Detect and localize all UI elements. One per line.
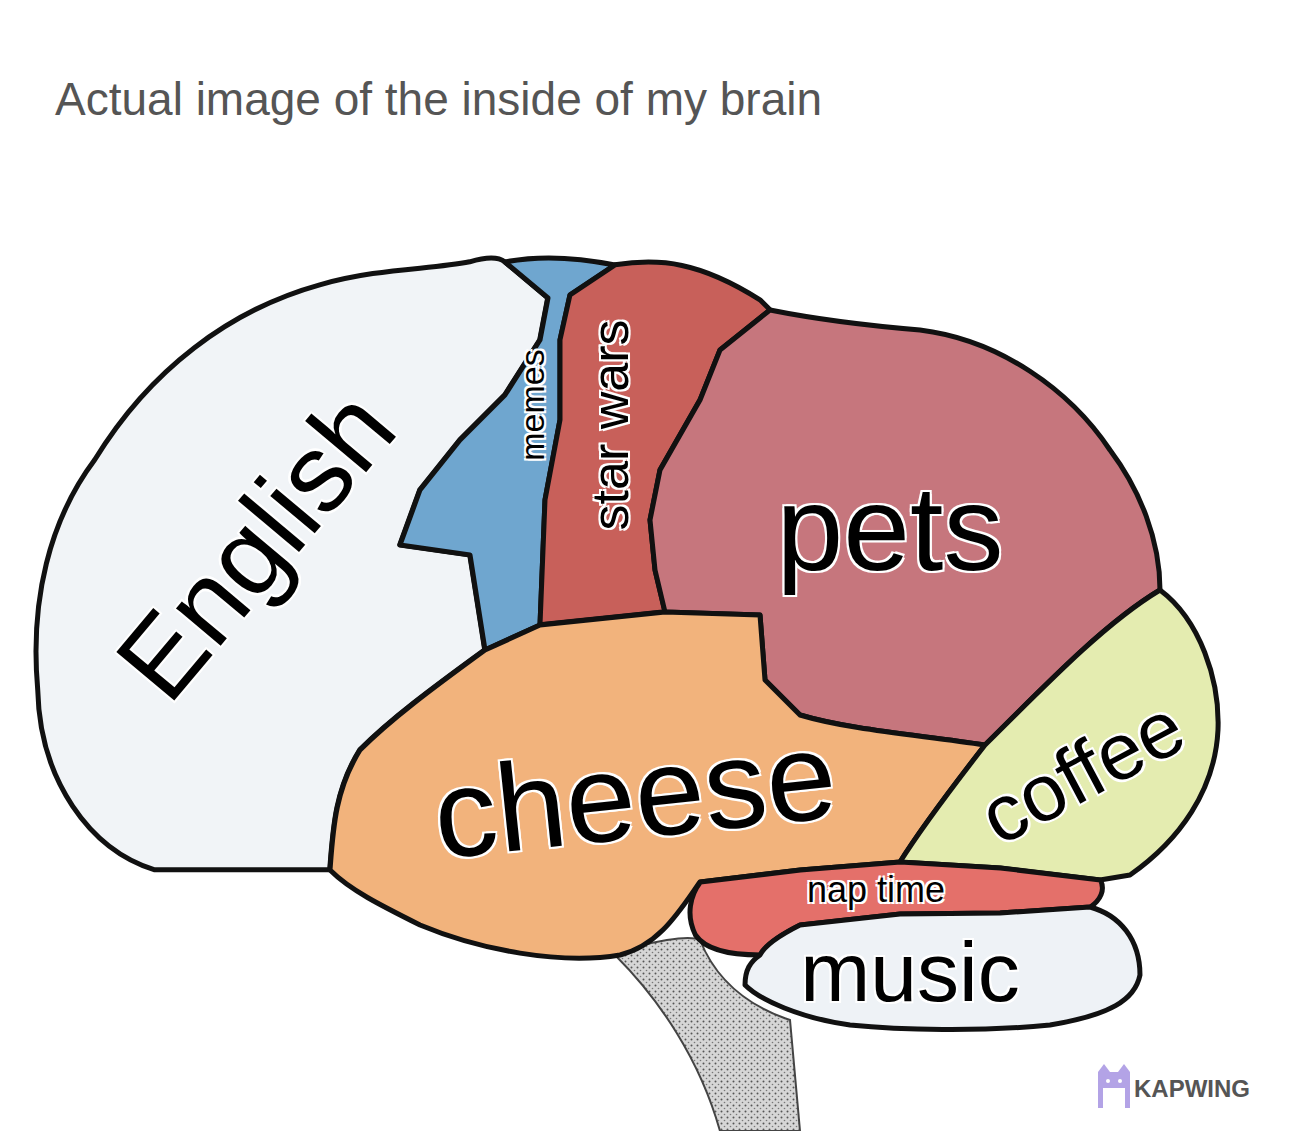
- region-label: star wars: [584, 320, 636, 531]
- region-label: nap time: [807, 872, 945, 908]
- region-label: pets: [777, 468, 1004, 588]
- region-label: music: [800, 930, 1019, 1014]
- region-shape: [330, 612, 985, 958]
- region-shape: [745, 907, 1140, 1030]
- region-shape: [900, 590, 1218, 880]
- brain-region: music: [739, 901, 1146, 1036]
- watermark-icon: [1098, 1064, 1130, 1108]
- brain-region: coffee: [894, 584, 1224, 886]
- region-label: memes: [515, 349, 549, 460]
- title-text: Actual image of the inside of my brain: [55, 76, 822, 122]
- watermark-text: KAPWING: [1134, 1077, 1250, 1101]
